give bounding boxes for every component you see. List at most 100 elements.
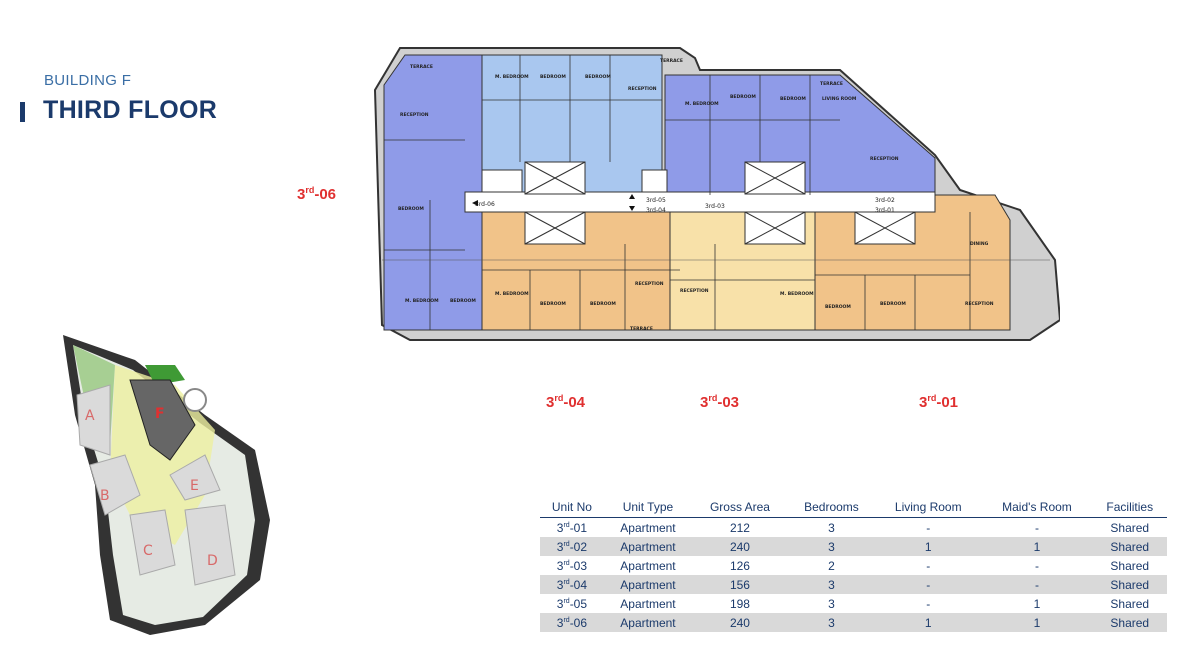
living-room-cell: -	[875, 575, 982, 594]
room-label: M. BEDROOM	[405, 298, 439, 304]
room-label: RECEPTION	[635, 281, 664, 287]
room-label: BEDROOM	[730, 94, 756, 100]
room-label: M. BEDROOM	[780, 291, 814, 297]
room-label: TERRACE	[820, 81, 843, 87]
unit-label-04: 3rd-04	[546, 393, 586, 411]
corridor-tag: 3rd-03	[705, 203, 725, 210]
bedrooms-cell: 3	[828, 596, 835, 611]
site-plan-map: A B C D E F	[63, 335, 270, 635]
site-building-label: B	[100, 488, 110, 504]
corridor-tag: 3rd-02	[875, 197, 895, 204]
bedrooms-cell: 3	[828, 520, 835, 535]
site-building-label: D	[207, 553, 218, 569]
unit-type-cell: Apartment	[620, 520, 676, 535]
unit-label-06: 3rd-06	[297, 185, 337, 203]
maids-room-cell: -	[1034, 558, 1039, 573]
gross-area-cell: 198	[729, 596, 750, 611]
title-accent-bar	[20, 102, 25, 122]
room-label: TERRACE	[630, 326, 653, 332]
room-label: RECEPTION	[965, 301, 994, 307]
room-label: BEDROOM	[540, 74, 566, 80]
facilities-cell: Shared	[1110, 596, 1150, 611]
site-building-label: E	[190, 478, 199, 494]
bedrooms-cell: 3	[787, 613, 876, 632]
bedrooms-cell: 3	[787, 575, 876, 594]
maids-room-cell: -	[1034, 520, 1039, 535]
site-building-label-highlight: F	[155, 406, 165, 422]
room-label: BEDROOM	[585, 74, 611, 80]
site-building-label: C	[143, 543, 153, 559]
table-row: 3rd-02 Apartment 240 3 1 1 Shared	[540, 537, 1167, 556]
corridor-tag: 3rd-01	[875, 207, 895, 214]
site-building-label: A	[85, 408, 95, 424]
room-label: RECEPTION	[870, 156, 899, 162]
column-header: Facilities	[1092, 498, 1167, 518]
bedrooms-cell: 3	[787, 537, 876, 556]
table-row: 3rd-06 Apartment 240 3 1 1 Shared	[540, 613, 1167, 632]
room-label: BEDROOM	[398, 206, 424, 212]
living-room-cell: -	[926, 520, 931, 535]
unit-type-cell: Apartment	[620, 596, 676, 611]
room-label: BEDROOM	[590, 301, 616, 307]
living-room-cell: -	[926, 596, 931, 611]
unit-no-cell: 3rd-04	[540, 575, 604, 594]
page-title: THIRD FLOOR	[43, 96, 218, 124]
maids-room-cell: 1	[981, 613, 1093, 632]
maids-room-cell: -	[981, 575, 1093, 594]
room-label: BEDROOM	[780, 96, 806, 102]
living-room-cell: 1	[875, 537, 982, 556]
room-label: RECEPTION	[628, 86, 657, 92]
table-row: 3rd-01 Apartment 212 3 - - Shared	[540, 518, 1167, 538]
column-header: Unit No	[540, 498, 604, 518]
gross-area-cell: 240	[692, 537, 788, 556]
column-header: Unit Type	[603, 498, 693, 518]
gross-area-cell: 212	[729, 520, 750, 535]
facilities-cell: Shared	[1092, 613, 1167, 632]
room-label: TERRACE	[660, 58, 683, 64]
column-header: Living Room	[875, 498, 982, 518]
unit-no-cell: 3rd-02	[540, 537, 604, 556]
unit-no-cell: 3rd-03	[556, 558, 588, 573]
table-row: 3rd-03 Apartment 126 2 - - Shared	[540, 556, 1167, 575]
bedrooms-cell: 2	[828, 558, 835, 573]
unit-label-03: 3rd-03	[700, 393, 740, 411]
corridor-tag: 3rd-05	[646, 197, 666, 204]
gross-area-cell: 156	[692, 575, 788, 594]
unit-type-cell: Apartment	[603, 537, 693, 556]
living-room-cell: 1	[875, 613, 982, 632]
unit-no-cell: 3rd-06	[540, 613, 604, 632]
room-label: RECEPTION	[680, 288, 709, 294]
room-label: M. BEDROOM	[495, 74, 529, 80]
corridor	[464, 191, 936, 213]
unit-type-cell: Apartment	[620, 558, 676, 573]
column-header: Gross Area	[692, 498, 788, 518]
column-header: Bedrooms	[787, 498, 876, 518]
unit-no-cell: 3rd-05	[556, 596, 588, 611]
entry-arrow-icon	[629, 206, 635, 211]
maids-room-cell: 1	[981, 537, 1093, 556]
gross-area-cell: 240	[692, 613, 788, 632]
room-label: M. BEDROOM	[495, 291, 529, 297]
table-row: 3rd-05 Apartment 198 3 - 1 Shared	[540, 594, 1167, 613]
corridor-tag: 3rd-06	[475, 201, 495, 208]
unit-type-cell: Apartment	[603, 613, 693, 632]
maids-room-cell: 1	[1033, 596, 1041, 611]
facilities-cell: Shared	[1092, 575, 1167, 594]
room-label: BEDROOM	[540, 301, 566, 307]
unit-no-cell: 3rd-01	[556, 520, 588, 535]
table-row: 3rd-04 Apartment 156 3 - - Shared	[540, 575, 1167, 594]
facilities-cell: Shared	[1110, 520, 1150, 535]
building-subtitle: BUILDING F	[44, 72, 132, 89]
room-label: DINING	[970, 241, 989, 247]
entry-arrow-icon	[472, 200, 478, 206]
unit-type-cell: Apartment	[603, 575, 693, 594]
facilities-cell: Shared	[1092, 537, 1167, 556]
corridor-tag: 3rd-04	[646, 207, 666, 214]
gross-area-cell: 126	[729, 558, 750, 573]
room-label: BEDROOM	[880, 301, 906, 307]
floor-plan: TERRACE TERRACE TERRACE TERRACE M. BEDRO…	[373, 47, 1060, 341]
table-header-row: Unit No Unit Type Gross Area Bedrooms Li…	[540, 498, 1167, 518]
unit-label-01: 3rd-01	[919, 393, 959, 411]
room-label: M. BEDROOM	[685, 101, 719, 107]
facilities-cell: Shared	[1110, 558, 1150, 573]
